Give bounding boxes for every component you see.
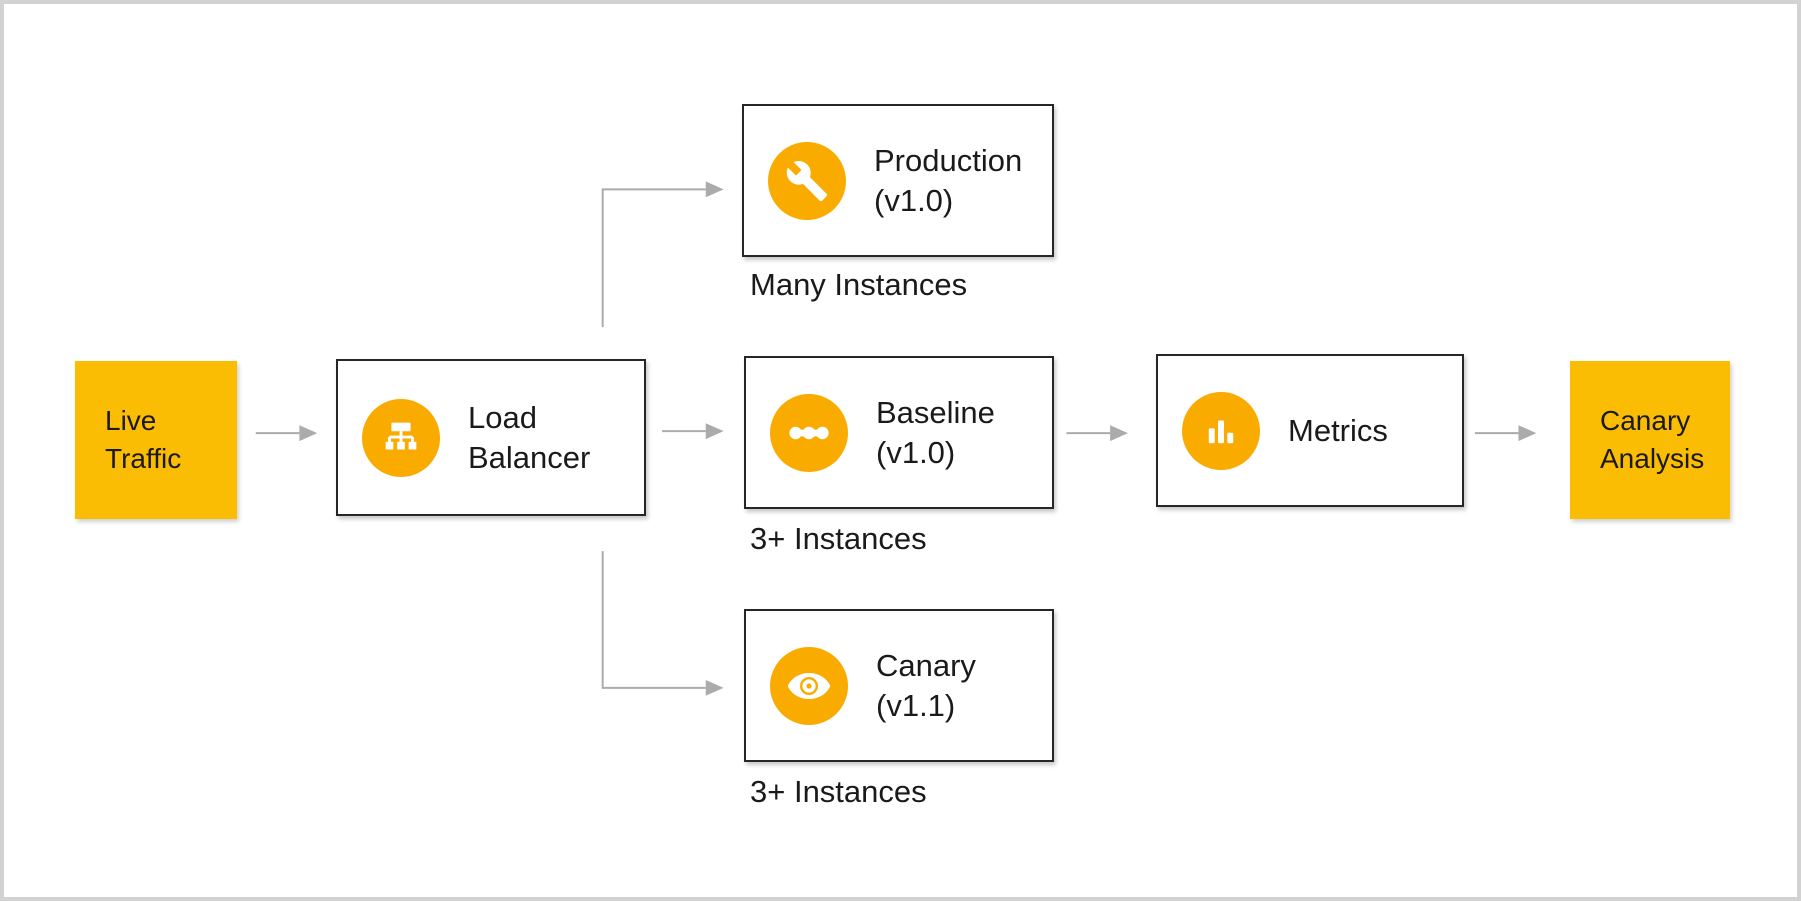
node-baseline: Baseline (v1.0) [744, 356, 1054, 509]
production-instances-note: Many Instances [750, 267, 968, 302]
production-label-line2: (v1.0) [874, 182, 954, 218]
commit-nodes-icon [770, 393, 848, 472]
baseline-label-line2: (v1.0) [876, 434, 956, 470]
load-balancer-label-line2: Balancer [468, 439, 591, 475]
bar-chart-icon [1182, 391, 1260, 470]
node-canary: Canary (v1.1) [744, 609, 1054, 762]
load-balancer-label-line1: Load [468, 399, 537, 435]
connector-metrics-to-canary-analysis [1474, 425, 1537, 442]
metrics-label: Metrics [1288, 412, 1388, 448]
canary-label-line1: Canary [876, 647, 976, 683]
connector-load-balancer-to-production [601, 181, 724, 328]
node-live-traffic: Live Traffic [75, 361, 237, 519]
wrench-icon [768, 141, 846, 220]
node-canary-analysis: Canary Analysis [1570, 361, 1730, 519]
connector-load-balancer-to-canary [601, 551, 724, 696]
connectors-layer [255, 181, 1537, 696]
canary-analysis-label-line1: Canary [1600, 405, 1691, 436]
baseline-label-line1: Baseline [876, 394, 995, 430]
connector-live-traffic-to-load-balancer [255, 425, 318, 442]
load-balancer-icon [362, 398, 440, 477]
connector-baseline-to-metrics [1066, 425, 1128, 442]
baseline-instances-note: 3+ Instances [750, 521, 927, 556]
live-traffic-label-line1: Live [105, 405, 157, 436]
production-label-line1: Production [874, 142, 1023, 178]
node-metrics: Metrics [1156, 354, 1464, 507]
canary-analysis-label-line2: Analysis [1600, 443, 1705, 474]
connector-load-balancer-to-baseline [662, 423, 724, 440]
eye-icon [770, 646, 848, 725]
live-traffic-label-line2: Traffic [105, 443, 182, 474]
node-load-balancer: Load Balancer [336, 359, 646, 516]
canary-label-line2: (v1.1) [876, 687, 956, 723]
node-production: Production (v1.0) [742, 104, 1054, 257]
canary-instances-note: 3+ Instances [750, 774, 927, 809]
